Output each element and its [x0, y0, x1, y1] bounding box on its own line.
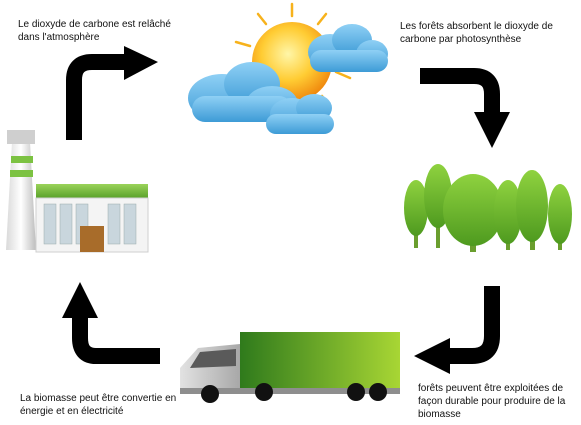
cloud-icon [188, 62, 298, 122]
arrow-icon [474, 112, 510, 148]
cloud-icon [266, 94, 334, 134]
arrow-icon [72, 316, 160, 364]
caption-co2-released: Le dioxyde de carbone est relâché dans l… [18, 19, 171, 43]
arrow-icon [414, 338, 450, 374]
tree-icon [404, 180, 428, 248]
arrow-icon [66, 54, 124, 140]
tree-icon [548, 184, 572, 250]
arrow-icon [420, 68, 500, 112]
tree-icon [516, 170, 548, 250]
cloud-icon [308, 24, 388, 72]
caption-biomass-converted: La biomasse peut être convertie en énerg… [20, 393, 177, 417]
factory-icon [6, 130, 149, 253]
caption-forests-harvested: forêts peuvent être exploitées de façon … [418, 383, 566, 420]
tree-icon [443, 174, 503, 252]
tree-icon [494, 180, 522, 250]
truck-icon [180, 332, 400, 403]
caption-forests-absorb: Les forêts absorbent le dioxyde de carbo… [400, 21, 553, 45]
arrow-icon [124, 46, 158, 80]
arrow-icon [62, 282, 98, 318]
forest [404, 164, 572, 252]
arrow-icon [450, 286, 500, 364]
